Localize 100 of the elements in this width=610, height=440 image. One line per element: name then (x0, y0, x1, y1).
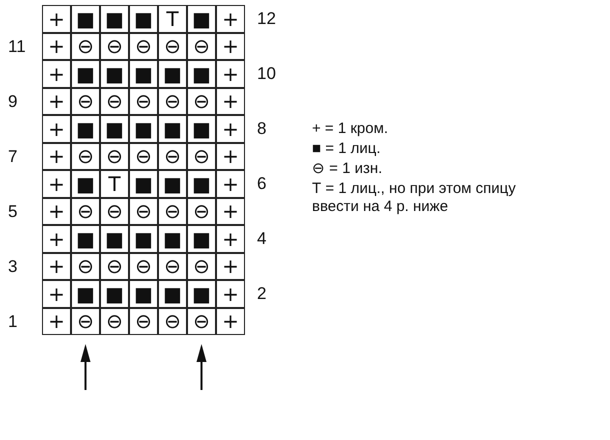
grid-cell: ⊖ (129, 198, 158, 225)
grid-cell: ■ (158, 225, 187, 252)
grid-cell: + (42, 280, 71, 308)
grid-cell: + (42, 198, 71, 225)
grid-cell: ■ (129, 225, 158, 252)
grid-cell: + (42, 225, 71, 252)
grid-cell: ⊖ (129, 308, 158, 335)
grid-cell: ■ (158, 60, 187, 88)
row-number: 8 (257, 120, 266, 137)
grid-cell: + (216, 280, 245, 308)
grid-cell: ⊖ (187, 142, 216, 170)
grid-cell: + (42, 252, 71, 280)
grid-cell: + (42, 142, 71, 170)
legend-entry: ⊖ = 1 изн. (312, 160, 384, 178)
grid-cell: + (216, 308, 245, 335)
grid-cell: + (42, 32, 71, 60)
row-number: 11 (8, 38, 26, 54)
grid-cell: ⊖ (71, 88, 100, 115)
grid-cell: ⊖ (187, 252, 216, 280)
row-number: 7 (8, 148, 18, 164)
grid-cell: ⊖ (100, 198, 129, 225)
legend-entry: ■ = 1 лиц. (312, 140, 382, 158)
grid-cell: ⊖ (158, 252, 187, 280)
grid-cell: + (216, 142, 245, 170)
grid-cell: ⊖ (158, 142, 187, 170)
grid-cell: ⊖ (187, 308, 216, 335)
grid-cell: ⊖ (187, 88, 216, 115)
grid-cell: ⊖ (129, 88, 158, 115)
grid-cell: + (42, 60, 71, 88)
grid-cell: ■ (129, 280, 158, 308)
grid-cell: ■ (71, 5, 100, 32)
grid-cell: ■ (187, 60, 216, 88)
row-number: 4 (257, 230, 266, 247)
grid-cell: ⊖ (71, 32, 100, 60)
legend-entry: Т = 1 лиц., но при этом спицу ввести на 4 р. ниже (312, 180, 517, 216)
grid-cell: ⊖ (100, 252, 129, 280)
grid-cell: ■ (71, 170, 100, 198)
grid-cell: + (216, 115, 245, 142)
grid-cell: ⊖ (187, 32, 216, 60)
grid-cell: + (216, 198, 245, 225)
grid-cell: T (158, 5, 187, 32)
grid-cell: + (42, 170, 71, 198)
grid-cell: ■ (158, 170, 187, 198)
row-number: 10 (257, 65, 276, 82)
grid-cell: T (100, 170, 129, 198)
row-number: 3 (8, 258, 18, 274)
grid-cell: ⊖ (100, 308, 129, 335)
grid-cell: + (216, 60, 245, 88)
grid-cell: ■ (100, 280, 129, 308)
grid-cell: ■ (158, 115, 187, 142)
grid-cell: ■ (100, 225, 129, 252)
row-number: 1 (8, 312, 18, 330)
grid-cell: ⊖ (158, 198, 187, 225)
grid-cell: ■ (100, 115, 129, 142)
grid-cell: + (42, 5, 71, 32)
grid-cell: ■ (129, 115, 158, 142)
row-number: 5 (8, 202, 18, 220)
grid-cell: ■ (187, 170, 216, 198)
grid-cell: ⊖ (158, 308, 187, 335)
grid-cell: ⊖ (71, 308, 100, 335)
grid-cell: ■ (129, 5, 158, 32)
grid-cell: ■ (100, 60, 129, 88)
grid-cell: ⊖ (129, 32, 158, 60)
grid-cell: ⊖ (187, 198, 216, 225)
row-number: 9 (8, 92, 18, 110)
grid-cell: ■ (187, 115, 216, 142)
grid-cell: ⊖ (71, 142, 100, 170)
grid-cell: ■ (187, 5, 216, 32)
legend-entry: + = 1 кром. (312, 120, 390, 138)
grid-cell: + (216, 225, 245, 252)
grid-cell: ■ (71, 115, 100, 142)
grid-cell: ■ (187, 280, 216, 308)
grid-cell: ■ (71, 60, 100, 88)
grid-cell: ■ (187, 225, 216, 252)
grid-cell: ■ (100, 5, 129, 32)
row-number: 6 (257, 175, 266, 192)
grid-cell: + (216, 5, 245, 32)
grid-cell: ⊖ (100, 142, 129, 170)
row-number: 2 (257, 285, 266, 302)
grid-cell: + (42, 115, 71, 142)
grid-cell: ⊖ (158, 88, 187, 115)
grid-cell: ⊖ (129, 252, 158, 280)
grid-cell: ■ (71, 280, 100, 308)
grid-cell: + (216, 32, 245, 60)
grid-cell: + (42, 308, 71, 335)
grid-cell: ■ (129, 60, 158, 88)
grid-cell: ■ (71, 225, 100, 252)
grid-cell: ⊖ (71, 252, 100, 280)
grid-cell: ⊖ (100, 88, 129, 115)
grid-cell: ⊖ (158, 32, 187, 60)
grid-cell: ⊖ (71, 198, 100, 225)
grid-cell: + (216, 170, 245, 198)
grid-cell: ⊖ (129, 142, 158, 170)
grid-cell: ■ (158, 280, 187, 308)
grid-cell: ⊖ (100, 32, 129, 60)
grid-cell: + (216, 88, 245, 115)
grid-cell: + (42, 88, 71, 115)
grid-cell: + (216, 252, 245, 280)
grid-cell: ■ (129, 170, 158, 198)
row-number: 12 (257, 10, 276, 27)
